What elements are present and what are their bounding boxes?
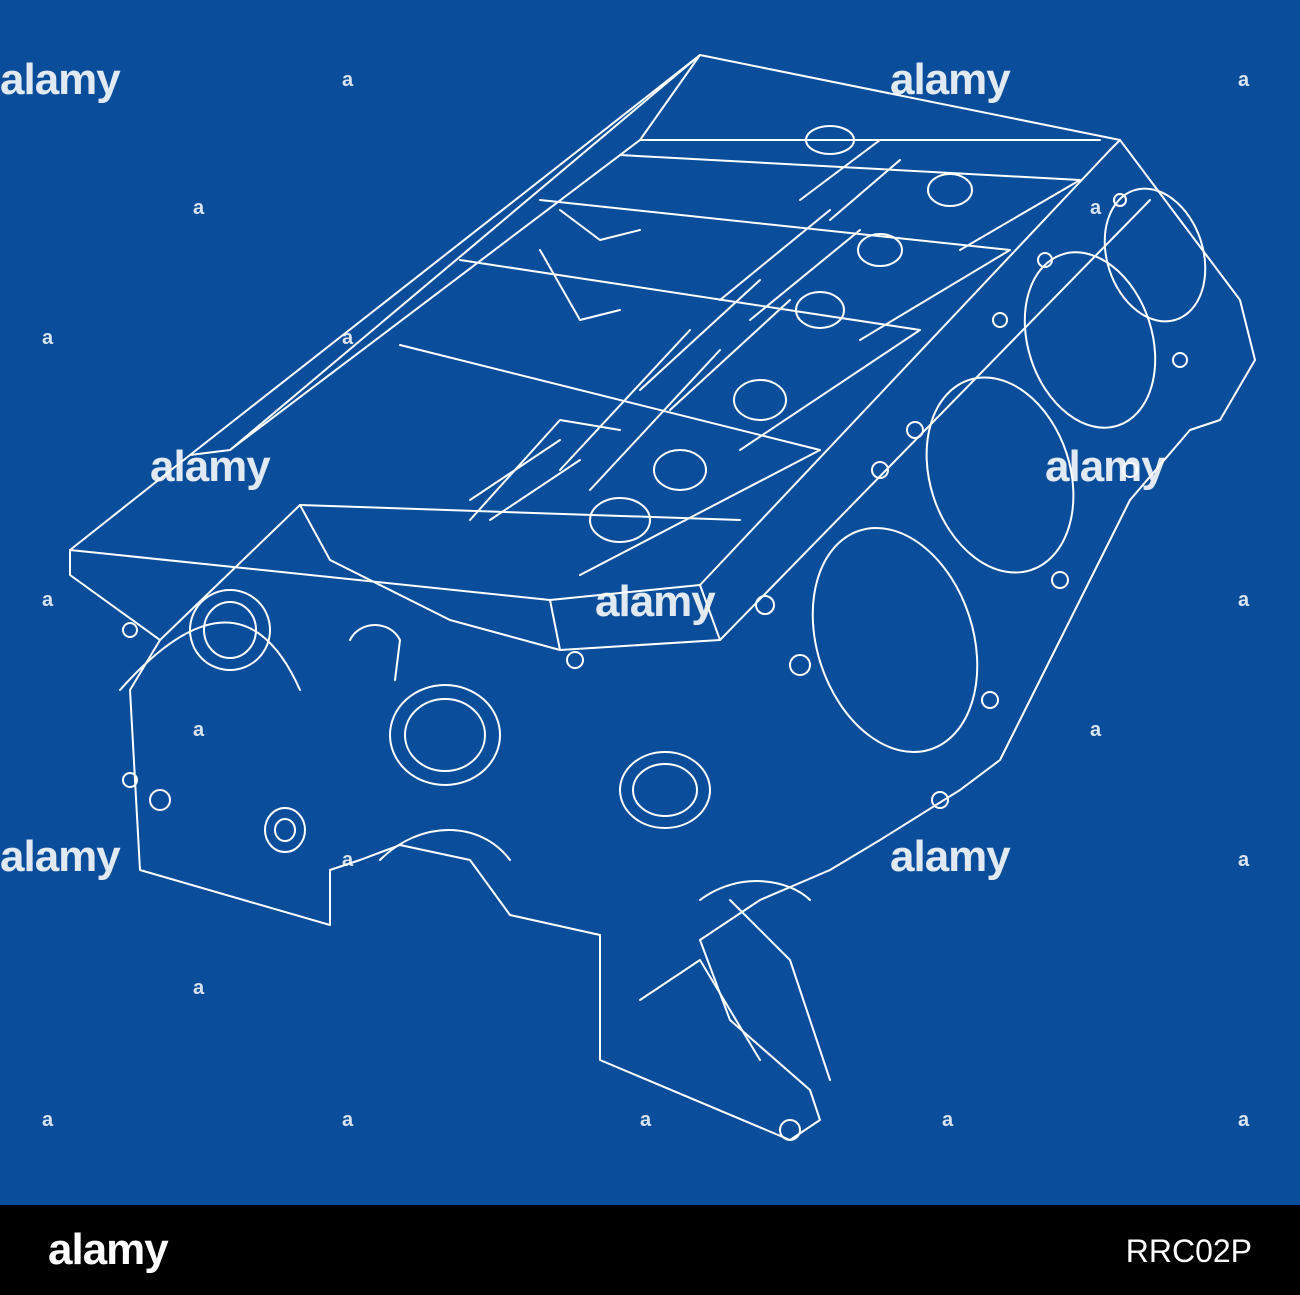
watermark-mark: a: [1090, 719, 1102, 741]
watermark-mark: a: [342, 849, 354, 871]
watermark-logo: alamy: [150, 442, 271, 491]
watermark-mark: a: [42, 327, 54, 349]
watermark-mark: a: [193, 977, 205, 999]
watermark-mark: a: [1238, 1109, 1250, 1131]
watermark-logo: alamy: [890, 55, 1011, 104]
watermark-mark: a: [1238, 69, 1250, 91]
cylinder-bores: [811, 187, 1207, 753]
watermark-logo: alamy: [1045, 442, 1166, 491]
internal-tubes: [469, 125, 973, 543]
bolt-holes: [122, 193, 1188, 811]
watermark-logo: alamy: [595, 577, 716, 626]
watermark-mark: a: [942, 1109, 954, 1131]
watermark-mark: a: [42, 1109, 54, 1131]
watermark-mark: a: [42, 589, 54, 611]
watermark-logo: alamy: [0, 55, 121, 104]
brand-logo: alamy: [48, 1225, 169, 1274]
watermark-mark: a: [1238, 589, 1250, 611]
watermark-mark: a: [342, 69, 354, 91]
watermark-logo: alamy: [0, 832, 121, 881]
watermark-mark: a: [193, 197, 205, 219]
watermark-mark: a: [1238, 849, 1250, 871]
watermark-mark: a: [342, 327, 354, 349]
watermark-mark: a: [640, 1109, 652, 1131]
valley-partitions: [399, 154, 1081, 576]
watermark-mark: a: [1090, 197, 1102, 219]
footer-bar: alamy RRC02P: [0, 1205, 1300, 1295]
engine-blueprint-image: alamy alamy alamy alamy alamy alamy alam…: [0, 0, 1300, 1205]
engine-block-wireframe: [69, 54, 1256, 1141]
watermark-logo: alamy: [890, 832, 1011, 881]
block-outline: [69, 54, 1256, 1141]
watermark-mark: a: [193, 719, 205, 741]
watermark-mark: a: [342, 1109, 354, 1131]
front-face-features: [119, 589, 831, 1141]
image-id-label: RRC02P: [1125, 1233, 1252, 1269]
